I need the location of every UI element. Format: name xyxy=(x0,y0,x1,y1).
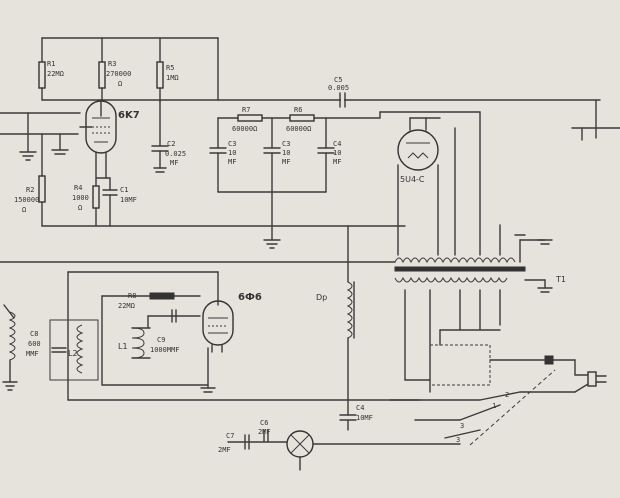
label-c3a: C3 xyxy=(228,140,236,148)
input-coil-left xyxy=(2,304,18,391)
rectifier-tube-5u4c xyxy=(379,111,481,256)
resistor-r8 xyxy=(149,292,175,300)
label-r4-unit: Ω xyxy=(78,204,82,212)
label-r8-value: 22MΩ xyxy=(118,302,135,310)
label-c6: C6 xyxy=(260,419,268,427)
label-c6-value: 2MF xyxy=(258,428,271,436)
label-c8: C8 xyxy=(30,330,38,338)
label-choke-dp: Dp xyxy=(316,293,327,302)
label-c1-value: 10MF xyxy=(120,196,137,204)
resistor-r3 xyxy=(98,61,106,89)
resistor-r5 xyxy=(156,61,164,89)
coil-l1 xyxy=(131,327,151,359)
label-c4a-unit: MF xyxy=(333,158,341,166)
label-r3-value: 270000 xyxy=(106,70,131,78)
label-c2-unit: MF xyxy=(170,159,178,167)
label-r1: R1 xyxy=(47,60,55,68)
label-l1: L1 xyxy=(118,342,128,351)
label-l2: L2 xyxy=(68,349,78,358)
label-r6: R6 xyxy=(294,106,302,114)
input-ground-1 xyxy=(19,112,37,161)
label-switch-2: 2 xyxy=(505,391,509,399)
capacitor-c3b xyxy=(263,117,281,241)
choke-dp xyxy=(346,261,355,401)
label-c4a-value: 10 xyxy=(333,149,341,157)
label-t1: T1 xyxy=(555,275,566,284)
capacitor-c4a xyxy=(317,117,335,193)
label-r4: R4 xyxy=(74,184,82,192)
label-c4b-value: 10MF xyxy=(356,414,373,422)
secondary-wiring xyxy=(389,289,607,446)
label-r7-value: 60000Ω xyxy=(232,125,257,133)
label-r2: R2 xyxy=(26,186,34,194)
label-c9-value: 1000MMF xyxy=(150,346,180,354)
label-tube-6f6: 6Ф6 xyxy=(238,292,262,303)
label-switch-4: 3 xyxy=(456,436,460,444)
input-ground-2 xyxy=(51,133,69,155)
label-switch-3: 3 xyxy=(460,422,464,430)
label-c7: C7 xyxy=(226,432,234,440)
label-r7: R7 xyxy=(242,106,250,114)
label-r2-unit: Ω xyxy=(22,206,26,214)
bottom-output-circuit xyxy=(227,429,461,471)
label-c8-unit: MMF xyxy=(26,350,39,358)
top-rail-wires xyxy=(0,37,620,141)
left-power-rail xyxy=(0,225,396,263)
label-c3a-value: 10 xyxy=(228,149,236,157)
filter-rail xyxy=(217,111,381,122)
label-c3b: C3 xyxy=(282,140,290,148)
label-c7-value: 2MF xyxy=(218,446,231,454)
label-c5: C5 xyxy=(334,76,342,84)
capacitor-c5 xyxy=(339,92,346,108)
label-c3b-value: 10 xyxy=(282,149,290,157)
tube-6f6 xyxy=(200,299,234,393)
label-r5-value: 1MΩ xyxy=(166,74,179,82)
capacitor-c2 xyxy=(151,99,169,173)
capacitor-c3a xyxy=(209,117,227,193)
label-c4a: C4 xyxy=(333,140,341,148)
label-c4b: C4 xyxy=(356,404,364,412)
capacitor-c9 xyxy=(147,309,201,329)
cathode-network xyxy=(38,133,406,227)
label-c2: C2 xyxy=(167,140,175,148)
label-r2-value: 150000 xyxy=(14,196,39,204)
ground-filter-rail xyxy=(217,191,327,249)
label-r1-value: 22MΩ xyxy=(47,70,64,78)
label-switch-1: 1 xyxy=(492,402,496,410)
label-c3b-unit: MF xyxy=(282,158,290,166)
tube-6k7 xyxy=(79,99,117,179)
resistor-r1 xyxy=(38,61,46,89)
label-r6-value: 60000Ω xyxy=(286,125,311,133)
power-transformer-t1 xyxy=(394,224,553,293)
component-labels: R1 22MΩ R3 270000 Ω R5 1MΩ C5 0.005 6K7 … xyxy=(14,60,566,454)
tank-c8-l2 xyxy=(49,319,99,381)
label-r4-value: 1000 xyxy=(72,194,89,202)
label-tube-6k7: 6K7 xyxy=(118,110,140,121)
label-rectifier: 5U4-C xyxy=(400,175,425,184)
label-r8: R8 xyxy=(128,292,136,300)
capacitor-c4b xyxy=(339,399,357,431)
label-c5-value: 0.005 xyxy=(328,84,349,92)
label-c1: C1 xyxy=(120,186,128,194)
label-r3: R3 xyxy=(108,60,116,68)
label-c9: C9 xyxy=(157,336,165,344)
label-c3a-unit: MF xyxy=(228,158,236,166)
label-r5: R5 xyxy=(166,64,174,72)
label-c2-value: 0.025 xyxy=(165,150,186,158)
oscillator-wiring xyxy=(67,271,421,401)
label-c8-value: 600 xyxy=(28,340,41,348)
label-r3-unit: Ω xyxy=(118,80,122,88)
